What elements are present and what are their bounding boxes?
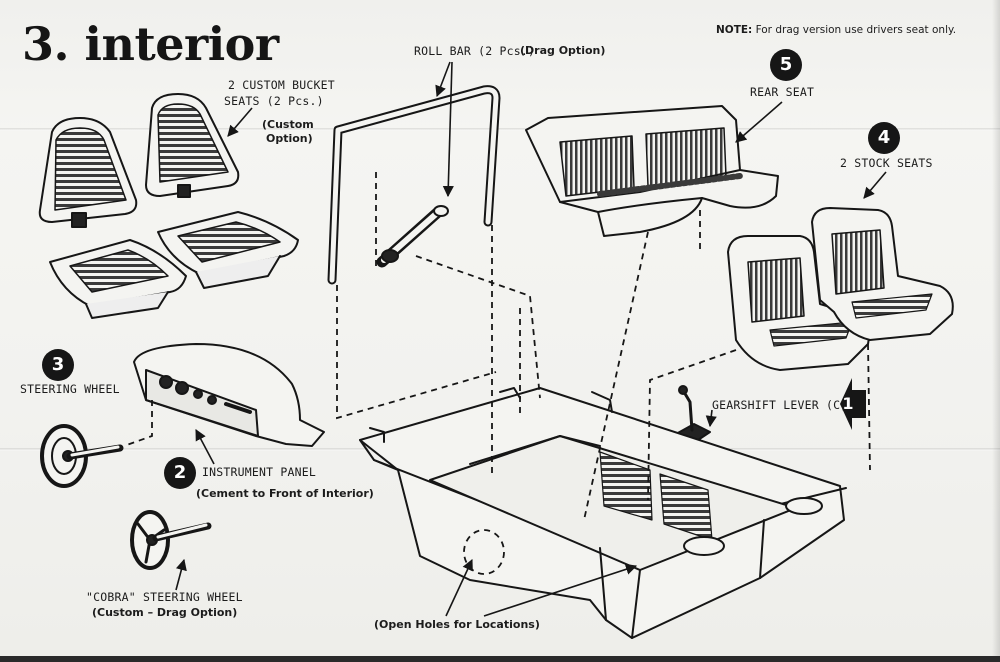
bucket-seat-bottom: [157, 211, 299, 289]
note-prefix: NOTE:: [716, 24, 753, 36]
stock-seat: [811, 207, 954, 341]
bucket-seats-label-line2: SEATS (2 Pcs.): [224, 94, 324, 108]
open-holes-label: (Open Holes for Locations): [374, 618, 540, 631]
cobra-wheel-label: "COBRA" STEERING WHEEL: [86, 590, 243, 604]
direction-arrow-icon: [840, 378, 866, 430]
rear-seat-number-badge: 5: [770, 49, 802, 81]
bucket-seats-option-line1: (Custom: [262, 118, 314, 131]
instrument-panel-number-badge: 2: [164, 457, 196, 489]
rear-seat-label: REAR SEAT: [750, 85, 815, 99]
bucket-seat-back: [38, 117, 138, 228]
gearshift-lever-label: GEARSHIFT LEVER (C): [712, 398, 848, 412]
assembly-guide-lines: [123, 170, 871, 575]
interior-tub: [359, 387, 847, 639]
stock-seat: [727, 235, 870, 371]
note-text: For drag version use drivers seat only.: [755, 24, 957, 36]
cobra-steering-wheel-part: [130, 510, 212, 570]
steering-wheel-label: STEERING WHEEL: [20, 382, 120, 396]
bucket-seat-back: [145, 93, 240, 198]
bucket-seat-bottom: [49, 239, 187, 319]
roll-bar: [327, 85, 501, 285]
gearshift-number-badge: 1: [842, 394, 854, 413]
stock-seats-label: 2 STOCK SEATS: [840, 156, 933, 170]
paper-edge: [0, 656, 1000, 662]
steering-wheel-number-badge: 3: [42, 349, 74, 381]
cobra-wheel-option: (Custom – Drag Option): [92, 606, 238, 619]
page-title: 3. interior: [22, 17, 279, 71]
steering-wheel-part: [40, 424, 124, 488]
drag-version-note: NOTE: For drag version use drivers seat …: [716, 24, 956, 36]
rear-seat: [525, 105, 779, 237]
bucket-seats-option-line2: Option): [266, 132, 313, 145]
stock-seats-number-badge: 4: [868, 122, 900, 154]
roll-bar-option: (Drag Option): [520, 44, 606, 57]
instrument-panel: [133, 343, 325, 447]
leader-arrows: [175, 61, 887, 617]
roll-bar-label: ROLL BAR (2 Pcs.): [414, 44, 536, 58]
bucket-seats-label-line1: 2 CUSTOM BUCKET: [228, 78, 335, 92]
instrument-panel-label: INSTRUMENT PANEL: [202, 465, 316, 479]
paper-edge: [992, 0, 1000, 662]
paper-fold: [0, 128, 1000, 131]
instrument-panel-instruction: (Cement to Front of Interior): [196, 487, 374, 500]
